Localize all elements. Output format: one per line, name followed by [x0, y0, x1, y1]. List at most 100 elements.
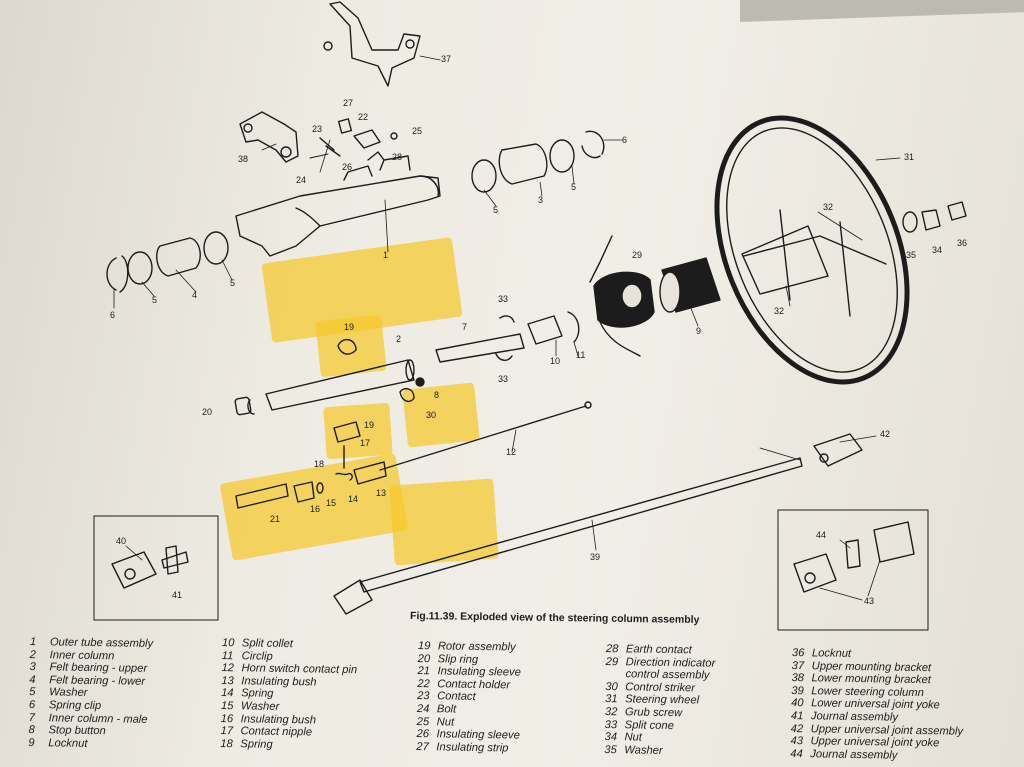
leader-lines	[113, 143, 901, 551]
horn-contact-pin	[379, 401, 592, 471]
legend-item-label: Insulating strip	[436, 741, 509, 755]
legend-item-label: Circlip	[241, 649, 273, 663]
legend-item-number	[605, 668, 625, 681]
callout-37: 37	[441, 54, 451, 64]
callout-5-lower-right: 5	[230, 278, 235, 288]
callout-13: 13	[376, 488, 386, 498]
upper-uj-yoke-journal	[793, 521, 915, 601]
legend-item-number: 12	[221, 662, 235, 675]
legend-item-number: 41	[790, 709, 804, 723]
legend-item-number: 44	[790, 747, 803, 760]
legend-item-label: Washer	[49, 686, 88, 700]
legend-item-number: 30	[605, 680, 618, 693]
legend-item-label: Control striker	[625, 681, 696, 695]
legend-item-number: 22	[417, 677, 430, 690]
callout-10: 10	[550, 356, 560, 366]
inner-column	[234, 339, 425, 416]
legend-item-label: Locknut	[48, 737, 88, 750]
legend-item-number: 10	[221, 637, 235, 650]
legend-item-number: 14	[221, 687, 234, 700]
callout-44: 44	[816, 530, 826, 540]
callout-7: 7	[462, 322, 467, 332]
callout-14: 14	[348, 494, 358, 504]
slip-ring-components	[235, 387, 415, 509]
legend-item-number: 11	[221, 649, 234, 662]
lower-mounting-bracket	[239, 111, 299, 163]
legend-item-number: 33	[604, 718, 618, 731]
legend-item-number: 19	[417, 640, 431, 653]
inset-box-upper-joint	[777, 509, 929, 631]
callout-5-upper-right: 5	[571, 182, 576, 192]
callout-15: 15	[326, 498, 336, 508]
callout-38: 38	[238, 154, 248, 164]
legend-item-number: 8	[28, 724, 35, 737]
legend-item-number: 13	[221, 674, 234, 687]
callout-25: 25	[412, 126, 422, 136]
split-collet	[527, 311, 580, 345]
legend-item-number: 35	[604, 743, 617, 756]
legend-item: 27 Insulating strip	[416, 741, 520, 755]
legend-item-number: 2	[29, 648, 37, 661]
callout-35: 35	[906, 250, 916, 260]
legend-item-number: 20	[417, 652, 431, 665]
legend-item-label: Spring clip	[48, 699, 102, 713]
legend-item-label: Stop button	[48, 724, 106, 738]
legend-item-number: 3	[29, 661, 36, 674]
callout-9: 9	[696, 326, 701, 336]
legend-item-number: 38	[791, 672, 805, 685]
legend-item-number: 4	[29, 673, 36, 686]
callout-41: 41	[172, 590, 182, 600]
inner-column-male	[435, 315, 525, 363]
legend-item-number: 42	[790, 722, 804, 735]
legend-item-number: 26	[416, 728, 430, 741]
upper-bearing-set	[471, 130, 623, 193]
legend-item-label: Nut	[624, 731, 643, 744]
callout-31: 31	[904, 152, 914, 162]
callout-32-lower: 32	[774, 306, 784, 316]
legend-item-number: 9	[28, 736, 35, 749]
upper-universal-joint	[813, 433, 863, 467]
legend-item-number: 28	[605, 643, 619, 656]
callout-42: 42	[880, 429, 890, 439]
legend-item-number: 43	[790, 735, 804, 748]
callout-3: 3	[538, 195, 543, 205]
legend-item-number: 23	[417, 690, 430, 703]
legend-item-number: 7	[28, 711, 36, 724]
outer-tube-assembly	[235, 155, 441, 257]
legend-item-label: Contact holder	[437, 678, 511, 692]
callout-27: 27	[343, 98, 353, 108]
callout-8: 8	[434, 390, 439, 400]
legend-item-number: 16	[220, 712, 234, 725]
legend-item-label: Earth contact	[625, 643, 692, 657]
legend-item-number: 15	[220, 699, 234, 713]
legend-item-label: Rotor assembly	[437, 640, 516, 654]
legend-item-number: 27	[416, 740, 429, 753]
legend-item-label: Locknut	[811, 647, 852, 660]
callout-6-lower: 6	[110, 310, 115, 320]
legend-item-label: Insulating bush	[240, 712, 317, 727]
legend-item-label: Insulating bush	[241, 675, 317, 689]
callout-29: 29	[632, 250, 642, 260]
legend-item-label: Contact	[437, 690, 476, 704]
legend-item-number: 18	[220, 737, 233, 750]
callout-1: 1	[383, 250, 388, 260]
callout-19-upper: 19	[344, 322, 354, 332]
callout-20: 20	[202, 407, 212, 417]
callout-34: 34	[932, 245, 942, 255]
legend-item-number: 5	[29, 686, 36, 699]
wheel-nut-set	[902, 201, 967, 233]
legend-item-number: 25	[416, 715, 430, 728]
legend-item-number: 31	[605, 693, 618, 706]
callout-40: 40	[116, 536, 126, 546]
legend-item: 9 Locknut	[28, 737, 151, 752]
legend-item-label: Grub screw	[624, 706, 683, 720]
inset-box-lower-joint	[93, 515, 219, 621]
legend-item-number: 37	[791, 659, 805, 672]
